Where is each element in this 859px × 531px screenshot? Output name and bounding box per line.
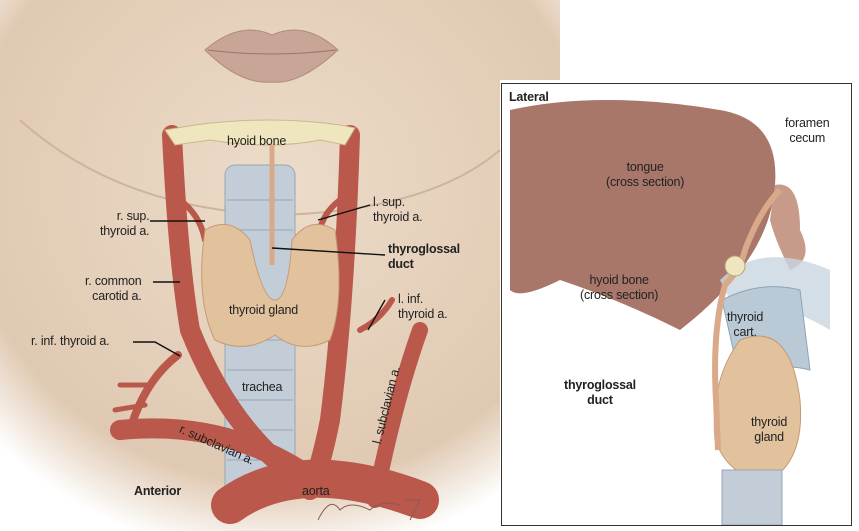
label-hyoid-bone-lateral: hyoid bone(cross section) — [580, 273, 659, 302]
lateral-view-panel — [501, 83, 852, 526]
lips — [204, 29, 339, 83]
label-trachea: trachea — [242, 380, 283, 394]
hyoid-bone — [164, 119, 356, 146]
hyoid-cross-section — [724, 255, 746, 277]
label-l-sup-thyroid-a: l. sup.thyroid a. — [373, 195, 423, 224]
tongue — [510, 100, 776, 330]
label-hyoid-bone: hyoid bone — [227, 134, 287, 148]
label-r-sup-thyroid-a: r. sup.thyroid a. — [100, 209, 150, 238]
view-label-lateral: Lateral — [509, 90, 549, 104]
view-label-anterior: Anterior — [134, 484, 182, 498]
label-aorta: aorta — [302, 484, 330, 498]
signature — [317, 499, 421, 521]
label-thyroid-gland: thyroid gland — [229, 303, 298, 317]
label-r-inf-thyroid-a: r. inf. thyroid a. — [31, 334, 110, 348]
lateral-art — [502, 84, 851, 526]
label-tongue: tongue(cross section) — [606, 160, 685, 189]
thyroid-gland — [201, 223, 340, 347]
label-l-inf-thyroid-a: l. inf.thyroid a. — [398, 292, 448, 321]
arteries — [110, 125, 439, 524]
